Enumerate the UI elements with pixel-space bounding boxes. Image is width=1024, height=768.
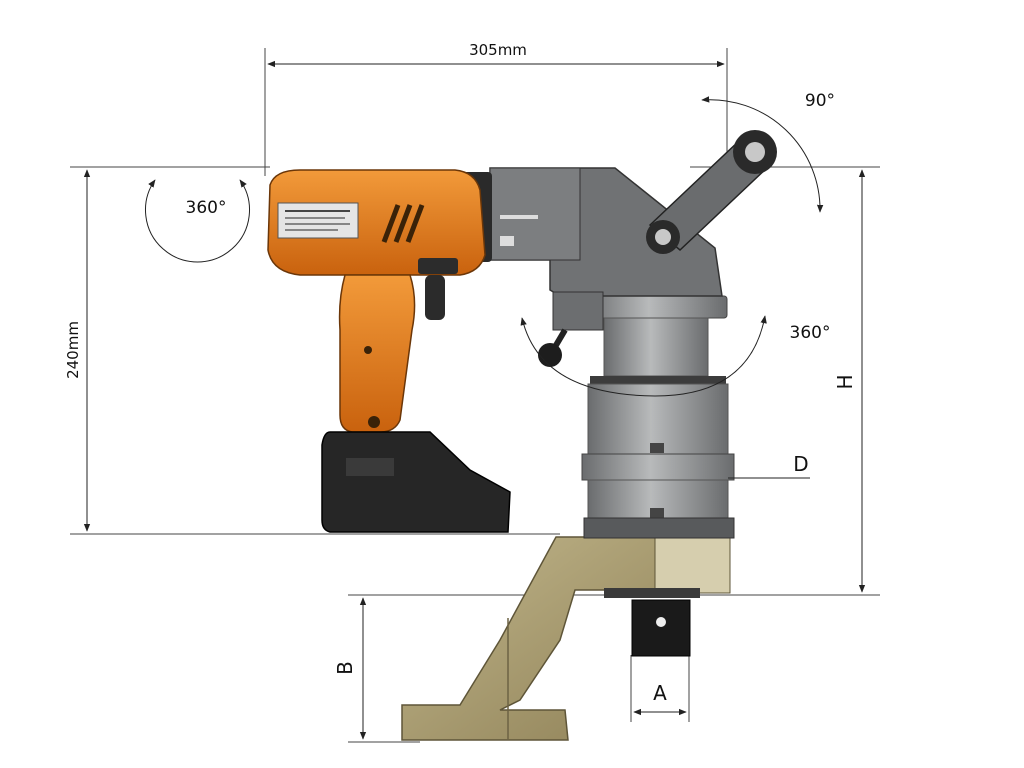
a-dimension-label: A [653, 681, 667, 705]
drill-handle [338, 274, 416, 433]
drill-nameplate [277, 202, 359, 239]
housing-window [500, 236, 514, 246]
arm-rotation-indicator: 90° [701, 91, 835, 213]
drill-handle-screw-lower [368, 416, 380, 428]
drill-body [267, 169, 486, 276]
drill-trigger [425, 275, 445, 320]
h-dimension-label: H [833, 374, 857, 389]
cordless-drill [267, 169, 511, 533]
base-ring [583, 517, 735, 539]
link-arm-pin-bottom [655, 229, 671, 245]
housing-slot [500, 215, 538, 219]
handle-mount [552, 291, 604, 331]
drill-vent-slots [381, 204, 425, 243]
height-dimension-label: 240mm [64, 321, 82, 379]
arm-rotation-label: 90° [805, 91, 835, 111]
gearbox-cylinder [581, 295, 735, 539]
drive-collar [604, 588, 700, 598]
drill-nameplate-text [285, 210, 350, 231]
motor-rotation-indicator: 360° [145, 179, 250, 263]
drill-direction-switch [418, 258, 458, 274]
motor-rotation-label: 360° [186, 198, 227, 218]
input-housing [489, 167, 581, 261]
square-drive-pin-hole [656, 617, 666, 627]
drill-handle-screw [364, 346, 372, 354]
link-arm [646, 130, 777, 254]
head-rotation-indicator: 360° [520, 315, 831, 397]
a-dimension: A [630, 655, 690, 722]
cylinder-ring [581, 453, 735, 481]
head-rotation-arrow [520, 315, 767, 397]
width-dimension-label: 305mm [469, 41, 527, 59]
height-dimension: 240mm [64, 166, 560, 535]
d-dimension: D [728, 452, 810, 479]
d-dimension-label: D [793, 452, 808, 476]
arm-rotation-arrow [701, 96, 824, 213]
top-ring [584, 295, 728, 319]
reaction-plate-face [654, 536, 731, 594]
b-dimension: B [333, 597, 420, 743]
drill-battery [321, 431, 511, 533]
head-rotation-label: 360° [790, 323, 831, 343]
battery-release [346, 458, 394, 476]
motor-rotation-arrow [145, 179, 250, 263]
upper-neck [603, 317, 709, 377]
cylinder-notch-lower [650, 508, 664, 518]
link-arm-pin-top [745, 142, 765, 162]
cylinder-notch-upper [650, 443, 664, 453]
handle-knob [538, 343, 562, 367]
width-dimension: 305mm [264, 41, 728, 176]
neck-band [590, 376, 726, 384]
square-drive [604, 588, 700, 657]
b-dimension-label: B [333, 661, 357, 675]
